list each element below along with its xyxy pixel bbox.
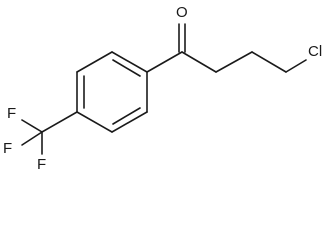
ring-double-bond-top-right (112, 59, 141, 77)
fluorine-left-label: F (3, 140, 12, 157)
benzene-ring (76, 51, 148, 133)
bond-c-f-top (21, 119, 43, 133)
bond-c2-c3 (215, 51, 253, 73)
fluorine-bottom-label: F (37, 156, 46, 173)
ring-bond-top-right (111, 51, 148, 73)
bond-c-f-left (21, 131, 43, 146)
ring-bond-top-left (76, 51, 113, 73)
structure-diagram: O Cl F F F (3, 4, 322, 173)
ring-bond-bottom-right (111, 111, 148, 133)
chlorine-label: Cl (308, 43, 322, 60)
ring-bond-bottom-left (76, 111, 113, 133)
bond-ring-carbonyl (146, 51, 183, 73)
bond-carbonyl-c2 (181, 51, 217, 73)
fluorine-top-label: F (7, 105, 16, 122)
bond-c4-cl (285, 59, 307, 73)
bond-c3-c4 (251, 51, 287, 73)
oxygen-label: O (176, 4, 188, 21)
ring-double-bond-bottom-right (112, 107, 141, 125)
bond-ring-cf3 (41, 111, 78, 133)
